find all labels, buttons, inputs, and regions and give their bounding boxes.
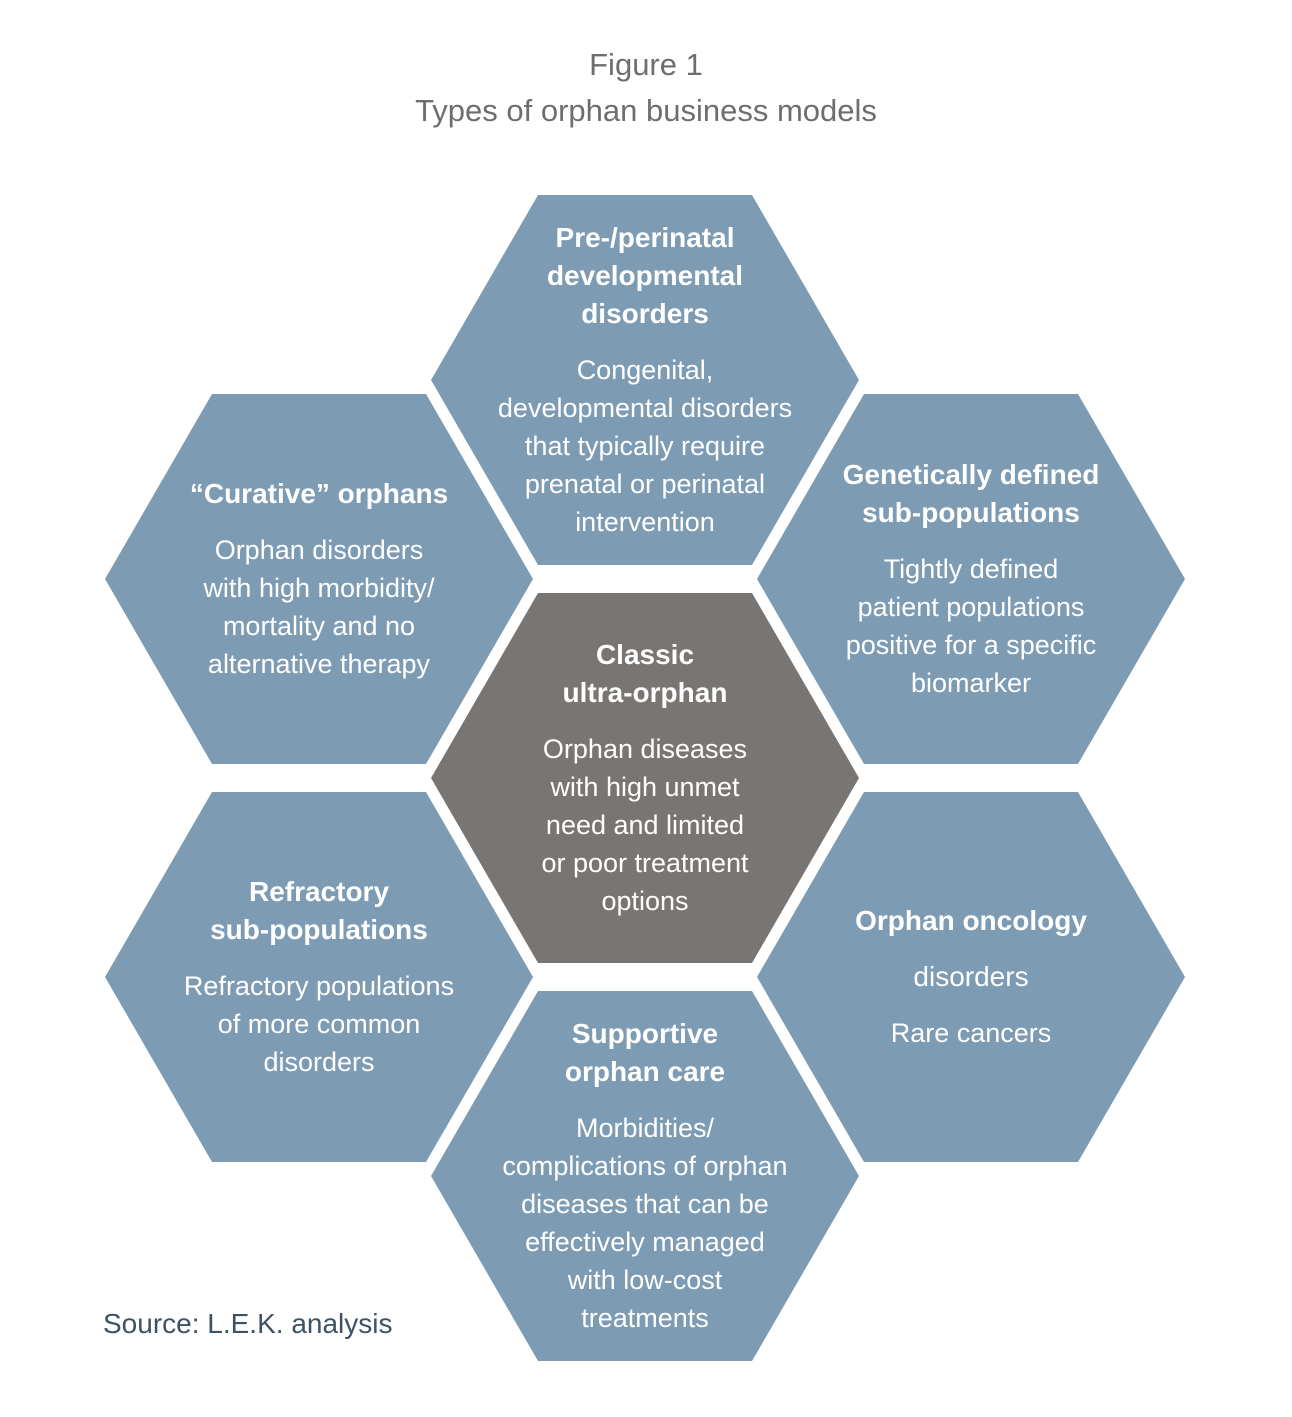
hexagon-title: Pre-/perinatal developmental disorders [546, 222, 744, 329]
hexagon-title: Orphan oncology [855, 905, 1087, 936]
hexagon-content: Classic ultra-orphan Orphan diseases wit… [541, 618, 748, 938]
hexagon-genetically-defined-subpopulations: Genetically defined sub-populations Tigh… [757, 394, 1185, 764]
hexagon-body: Morbidities/ complications of orphan dis… [502, 1113, 788, 1333]
hexagon-body: Orphan disorders with high morbidity/ mo… [203, 535, 435, 679]
hexagon-refractory-subpopulations: Refractory sub-populations Refractory po… [105, 792, 533, 1162]
hexagon-orphan-oncology-disorders: Orphan oncology disorders Rare cancers [757, 792, 1185, 1162]
hexagon-title: Refractory sub-populations [210, 876, 428, 945]
hexagon-content: Genetically defined sub-populations Tigh… [843, 438, 1100, 720]
hexagon-body: Tightly defined patient populations posi… [845, 554, 1097, 698]
hexagon-subtitle: disorders [913, 961, 1029, 992]
source-note: Source: L.E.K. analysis [103, 1308, 393, 1339]
hexagon-title: Classic ultra-orphan [562, 639, 728, 708]
hexagon-title: Supportive orphan care [564, 1018, 726, 1087]
hexagon-body: Orphan diseases with high unmet need and… [541, 734, 749, 916]
hexagon-content: “Curative” orphans Orphan disorders with… [190, 457, 448, 701]
figure-label: Figure 1 [589, 47, 703, 82]
hexagon-supportive-orphan-care: Supportive orphan care Morbidities/ comp… [431, 991, 859, 1361]
hexagon-pre-perinatal-developmental-disorders: Pre-/perinatal developmental disorders C… [431, 195, 859, 565]
hexagon-body: Refractory populations of more common di… [183, 971, 455, 1077]
hexagon-curative-orphans: “Curative” orphans Orphan disorders with… [105, 394, 533, 764]
hexagon-content: Orphan oncology disorders Rare cancers [855, 884, 1087, 1070]
hexagon-content: Pre-/perinatal developmental disorders C… [498, 201, 792, 559]
hexagon-title: Genetically defined sub-populations [842, 459, 1100, 528]
hexagon-classic-ultra-orphan: Classic ultra-orphan Orphan diseases wit… [431, 593, 859, 963]
hexagon-content: Supportive orphan care Morbidities/ comp… [502, 997, 787, 1355]
hexagon-body: Rare cancers [890, 1018, 1052, 1048]
hexagon-content: Refractory sub-populations Refractory po… [184, 855, 454, 1099]
hexagon-body: Congenital, developmental disorders that… [497, 355, 793, 537]
hexagon-title: “Curative” orphans [189, 478, 449, 509]
figure-title: Types of orphan business models [415, 93, 877, 128]
figure-header: Figure 1 Types of orphan business models [0, 42, 1292, 134]
